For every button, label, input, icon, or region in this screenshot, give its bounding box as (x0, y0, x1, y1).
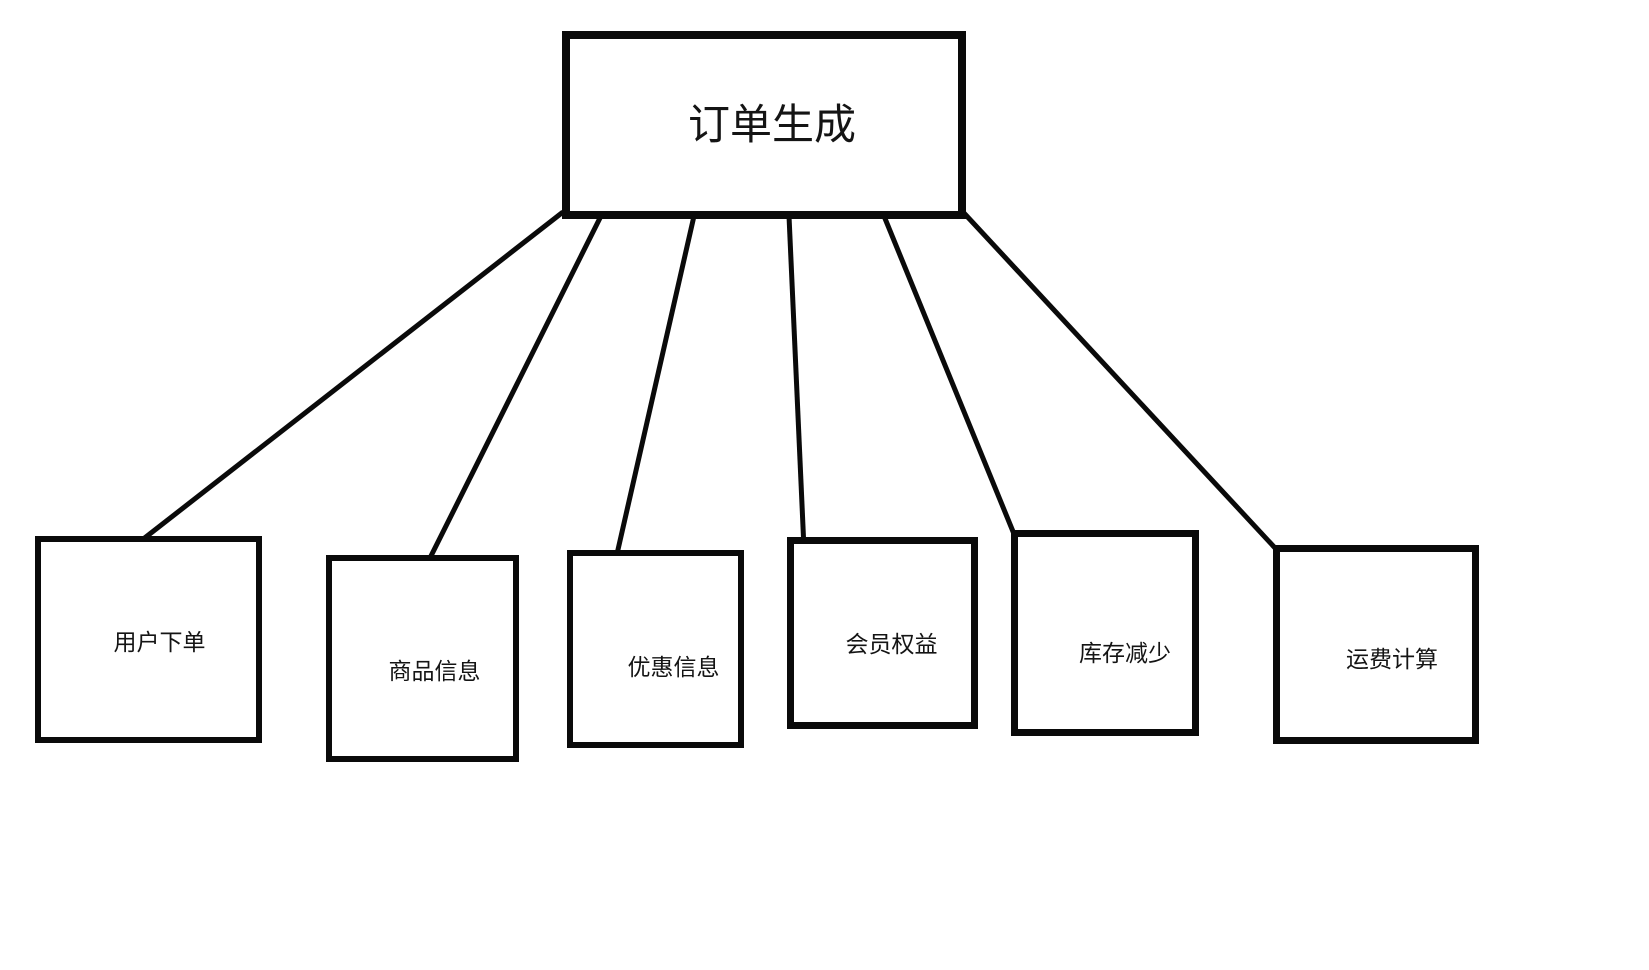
node-product-info-label: 商品信息 (388, 657, 481, 684)
node-shipping-calc[interactable]: 运费计算 (1273, 545, 1479, 744)
connector-line-discount-info (614, 215, 697, 555)
connector-line-member-benefits (786, 215, 807, 550)
node-product-info[interactable]: 商品信息 (326, 555, 519, 762)
node-member-benefits[interactable]: 会员权益 (787, 537, 978, 729)
connector-line-shipping-calc (961, 210, 1278, 551)
connector-line-inventory-decrease (881, 215, 1017, 535)
node-member-benefits-label: 会员权益 (845, 631, 938, 657)
node-user-order[interactable]: 用户下单 (35, 536, 262, 743)
node-inventory-decrease-label: 库存减少 (1079, 640, 1171, 666)
node-user-order-label: 用户下单 (113, 628, 206, 655)
node-shipping-calc-label: 运费计算 (1346, 645, 1438, 672)
node-order-generation-label: 订单生成 (687, 100, 856, 148)
node-discount-info-label: 优惠信息 (627, 654, 720, 680)
node-order-generation[interactable]: 订单生成 (562, 31, 966, 219)
connector-line-user-order (140, 210, 565, 542)
node-discount-info[interactable]: 优惠信息 (567, 550, 744, 748)
connector-line-product-info (426, 214, 604, 562)
node-inventory-decrease[interactable]: 库存减少 (1011, 530, 1199, 736)
